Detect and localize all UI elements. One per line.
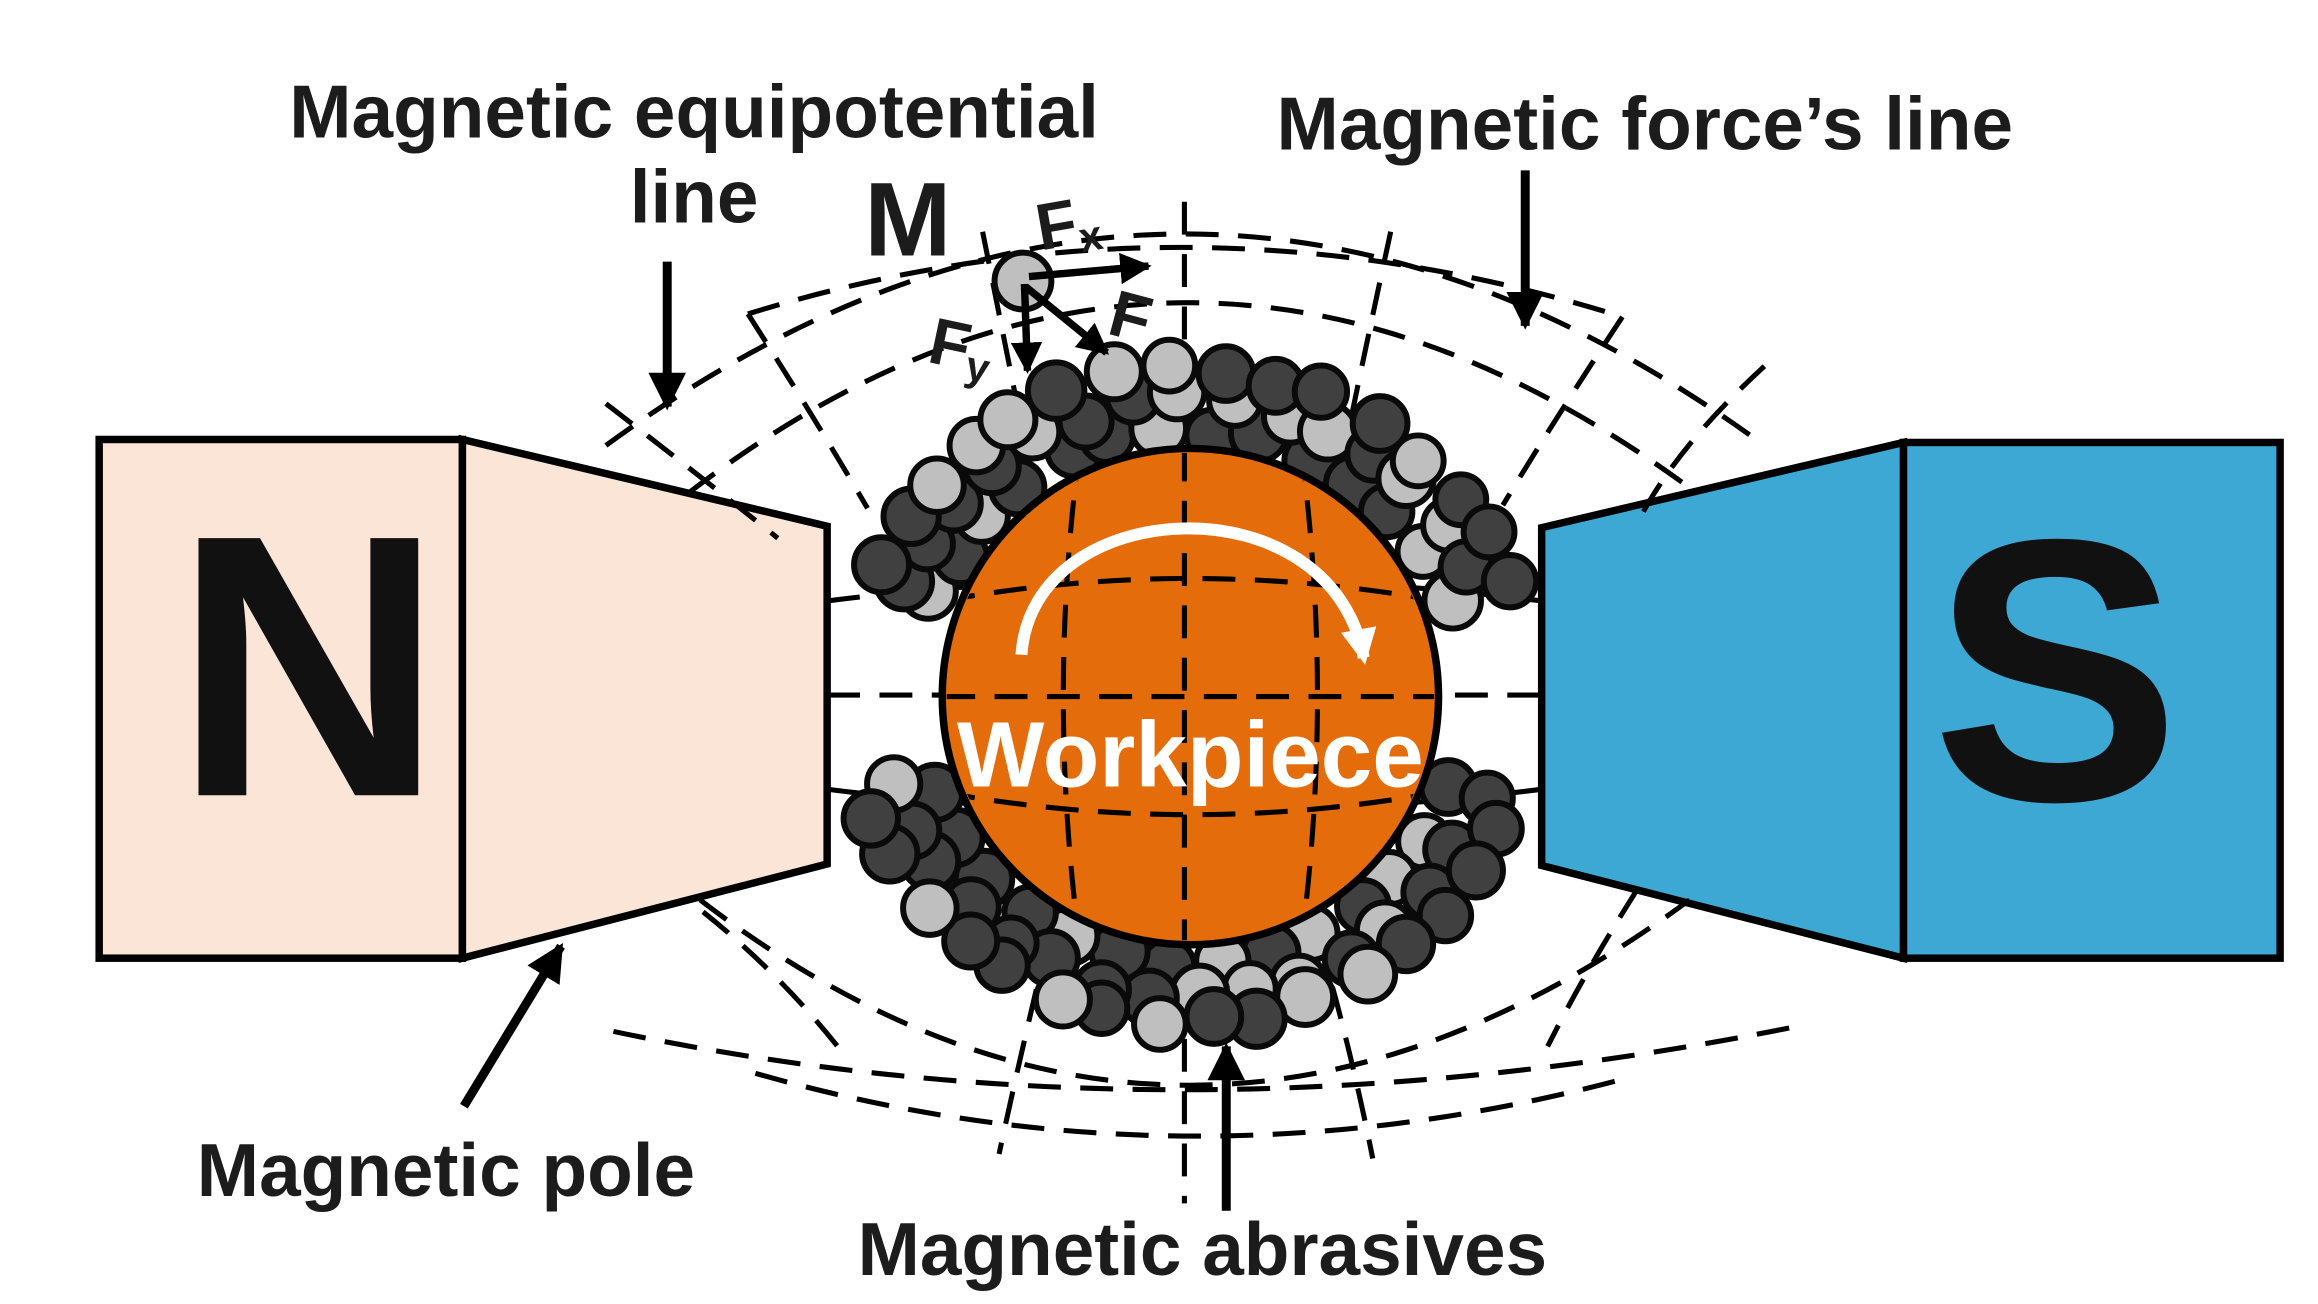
south-magnet: S xyxy=(1537,437,2284,963)
abrasive-particle xyxy=(1337,943,1399,1005)
abrasive-particle xyxy=(977,389,1039,451)
abrasive-particle xyxy=(1389,432,1447,490)
equipotential-label-line2: line xyxy=(630,155,759,239)
clockwise-arrow-icon xyxy=(1015,522,1377,665)
equipotential-label-line1: Magnetic equipotential xyxy=(289,70,1099,154)
abrasive-particle xyxy=(1460,503,1518,561)
force-x-arrow xyxy=(1028,252,1152,285)
abrasive-particle xyxy=(1445,840,1506,901)
force-x-label: Fx xyxy=(1030,180,1106,268)
particle-label: M xyxy=(864,162,951,279)
abrasive-particle xyxy=(1291,362,1351,421)
magnetic-abrasive-ring xyxy=(840,336,1540,1053)
abrasive-particle xyxy=(1183,986,1245,1047)
abrasive-particle xyxy=(1349,393,1411,454)
workpiece-label: Workpiece xyxy=(957,702,1424,806)
abrasive-particle xyxy=(1140,336,1199,395)
south-pole-piece xyxy=(1537,437,1908,963)
abrasive-particle xyxy=(1131,995,1189,1053)
abrasive-particle xyxy=(1416,886,1475,945)
force-arrow xyxy=(1023,284,1110,356)
north-pole-piece xyxy=(458,434,831,964)
south-label: S xyxy=(1931,463,2180,880)
force-y-label: Fy xyxy=(922,303,1001,393)
abrasive-particle xyxy=(840,788,901,849)
north-magnet-block xyxy=(95,435,467,962)
abrasive-particle xyxy=(1195,343,1257,404)
workpiece: Workpiece xyxy=(938,444,1443,949)
force-y-arrow xyxy=(1010,283,1043,374)
labels: Magnetic equipotential line Magnetic for… xyxy=(197,70,2013,1292)
abrasive-particle xyxy=(941,911,1001,971)
abrasives-label: Magnetic abrasives xyxy=(858,1207,1548,1291)
north-magnet: N xyxy=(95,434,831,964)
north-label: N xyxy=(174,458,444,875)
south-magnet-block xyxy=(1899,438,2284,962)
abrasive-particle xyxy=(1024,359,1088,422)
abrasive-particle xyxy=(907,455,967,515)
pole-label: Magnetic pole xyxy=(197,1128,695,1212)
abrasive-particle xyxy=(1480,552,1540,611)
particle-force-diagram: M Fx Fy F xyxy=(864,162,1160,393)
pole-callout-arrow xyxy=(460,943,565,1109)
callout-arrows xyxy=(460,170,1545,1211)
force-line-label: Magnetic force’s line xyxy=(1277,81,2013,165)
abrasive-particle xyxy=(900,878,960,938)
abrasive-particle xyxy=(851,534,913,596)
abrasive-particle xyxy=(1032,969,1093,1030)
